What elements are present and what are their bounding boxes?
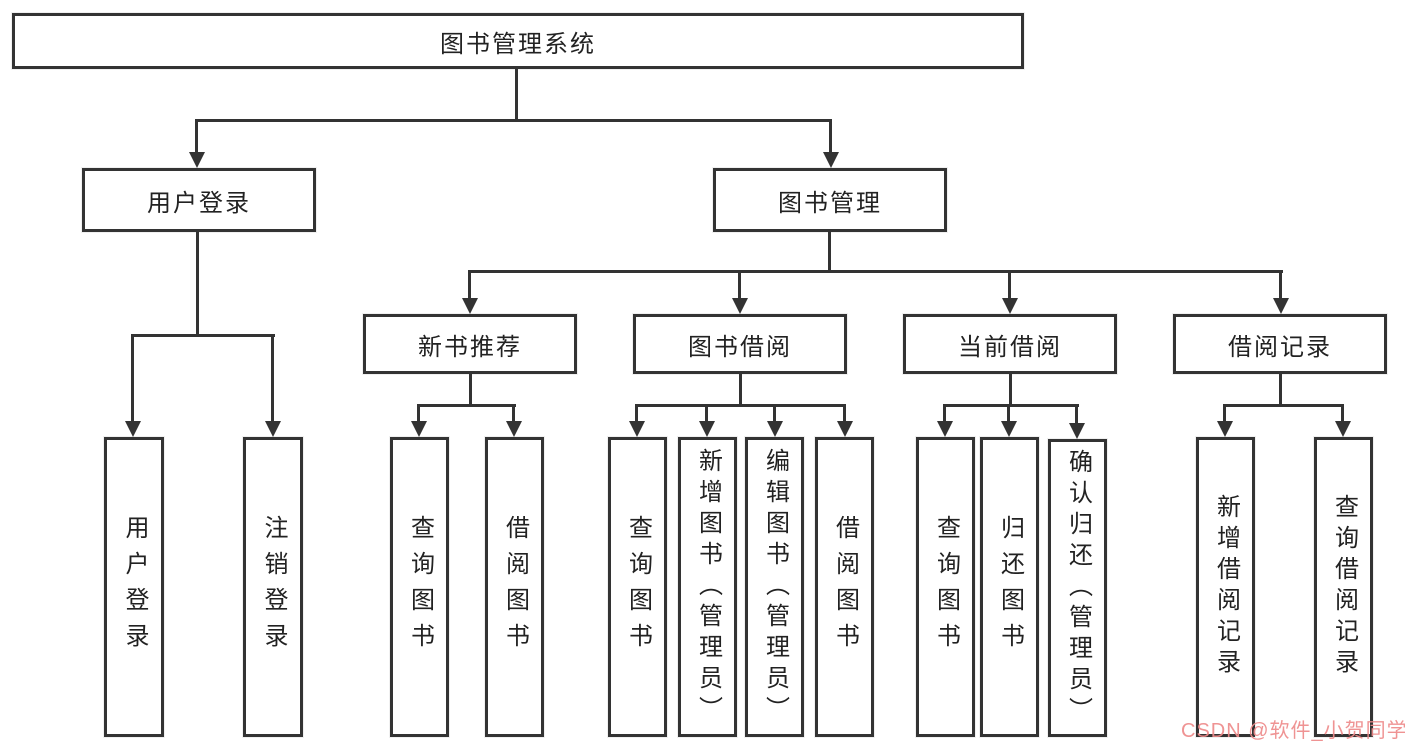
connector-currentborrow-stem — [1009, 373, 1012, 407]
arrow-down-icon — [411, 421, 427, 437]
arrow-down-icon — [265, 421, 281, 437]
connector-drop-user-login — [195, 119, 198, 155]
arrow-down-icon — [937, 421, 953, 437]
connector-drop-borrow-records — [1279, 270, 1282, 302]
connector-root-stem — [515, 68, 518, 121]
leaf-logout-label: 注销登录 — [260, 515, 287, 659]
leaf-confirm-return-admin-label: 确认归还（管理员） — [1064, 448, 1092, 728]
node-book-borrow: 图书借阅 — [633, 314, 847, 374]
leaf-edit-book-admin-label: 编辑图书（管理员） — [761, 447, 789, 727]
node-book-borrow-label: 图书借阅 — [688, 333, 792, 361]
arrow-down-icon — [462, 298, 478, 314]
leaf-edit-book-admin: 编辑图书（管理员） — [745, 437, 804, 737]
connector-bookborrow-stem — [739, 373, 742, 407]
node-borrow-records-label: 借阅记录 — [1228, 333, 1332, 361]
leaf-add-book-admin-label: 新增图书（管理员） — [694, 447, 722, 727]
connector-drop-leaf-logout — [271, 334, 274, 424]
leaf-query-borrow-record: 查询借阅记录 — [1314, 437, 1373, 737]
connector-drop — [1223, 404, 1226, 424]
leaf-user-login: 用户登录 — [104, 437, 164, 737]
node-book-management: 图书管理 — [713, 168, 947, 232]
arrow-down-icon — [1217, 421, 1233, 437]
leaf-add-borrow-record: 新增借阅记录 — [1196, 437, 1255, 737]
leaf-user-login-label: 用户登录 — [121, 515, 148, 659]
arrow-down-icon — [629, 421, 645, 437]
connector-userlogin-stem — [196, 231, 199, 337]
connector-drop — [843, 404, 846, 424]
arrow-down-icon — [1002, 298, 1018, 314]
connector-drop-leaf-user-login — [131, 334, 134, 424]
leaf-query-book-current: 查询图书 — [916, 437, 975, 737]
connector-drop — [512, 404, 515, 424]
connector-drop — [1341, 404, 1344, 424]
arrow-down-icon — [1273, 298, 1289, 314]
leaf-return-book: 归还图书 — [980, 437, 1039, 737]
arrow-down-icon — [1001, 421, 1017, 437]
connector-bookborrow-hline — [636, 404, 846, 407]
leaf-borrow-book: 借阅图书 — [815, 437, 874, 737]
leaf-add-book-admin: 新增图书（管理员） — [678, 437, 737, 737]
leaf-borrow-book-label: 借阅图书 — [831, 515, 859, 659]
connector-drop-book-management — [829, 119, 832, 155]
connector-drop-new-book — [468, 270, 471, 302]
arrow-down-icon — [506, 421, 522, 437]
connector-drop — [1007, 404, 1010, 424]
leaf-confirm-return-admin: 确认归还（管理员） — [1048, 439, 1107, 737]
arrow-down-icon — [732, 298, 748, 314]
leaf-query-borrow-record-label: 查询借阅记录 — [1330, 494, 1358, 680]
arrow-down-icon — [125, 421, 141, 437]
node-user-login-label: 用户登录 — [147, 189, 251, 217]
connector-drop — [773, 404, 776, 424]
leaf-query-book-current-label: 查询图书 — [932, 515, 960, 659]
node-current-borrow: 当前借阅 — [903, 314, 1117, 374]
csdn-watermark: CSDN @软件_小贺同学 — [1181, 720, 1405, 742]
node-borrow-records: 借阅记录 — [1173, 314, 1387, 374]
leaf-logout: 注销登录 — [243, 437, 303, 737]
arrow-down-icon — [837, 421, 853, 437]
node-root-label: 图书管理系统 — [440, 30, 596, 58]
leaf-return-book-label: 归还图书 — [996, 515, 1024, 659]
node-book-management-label: 图书管理 — [778, 189, 882, 217]
arrow-down-icon — [699, 421, 715, 437]
connector-borrowrecords-stem — [1279, 373, 1282, 407]
node-new-book-recommend: 新书推荐 — [363, 314, 577, 374]
connector-drop — [417, 404, 420, 424]
leaf-query-book-borrow-label: 查询图书 — [624, 515, 652, 659]
leaf-borrow-book-recommend-label: 借阅图书 — [501, 515, 529, 659]
leaf-query-book-recommend: 查询图书 — [390, 437, 449, 737]
arrow-down-icon — [189, 152, 205, 168]
node-user-login: 用户登录 — [82, 168, 316, 232]
leaf-query-book-recommend-label: 查询图书 — [406, 515, 434, 659]
connector-drop-book-borrow — [738, 270, 741, 302]
leaf-query-book-borrow: 查询图书 — [608, 437, 667, 737]
arrow-down-icon — [1069, 423, 1085, 439]
arrow-down-icon — [1335, 421, 1351, 437]
connector-drop — [943, 404, 946, 424]
connector-borrowrecords-hline — [1224, 404, 1344, 407]
connector-drop-current-borrow — [1008, 270, 1011, 302]
connector-newbook-stem — [469, 373, 472, 407]
connector-userlogin-hline — [132, 334, 275, 337]
connector-drop — [635, 404, 638, 424]
node-new-book-recommend-label: 新书推荐 — [418, 333, 522, 361]
leaf-borrow-book-recommend: 借阅图书 — [485, 437, 544, 737]
node-current-borrow-label: 当前借阅 — [958, 333, 1062, 361]
connector-drop — [1075, 404, 1078, 424]
connector-currentborrow-hline — [944, 404, 1079, 407]
node-root: 图书管理系统 — [12, 13, 1024, 69]
connector-newbook-hline — [418, 404, 516, 407]
arrow-down-icon — [767, 421, 783, 437]
connector-root-hline — [196, 119, 832, 122]
leaf-add-borrow-record-label: 新增借阅记录 — [1212, 494, 1240, 680]
connector-bookmgmt-stem — [828, 231, 831, 273]
arrow-down-icon — [823, 152, 839, 168]
connector-drop — [705, 404, 708, 424]
connector-bookmgmt-hline — [469, 270, 1283, 273]
